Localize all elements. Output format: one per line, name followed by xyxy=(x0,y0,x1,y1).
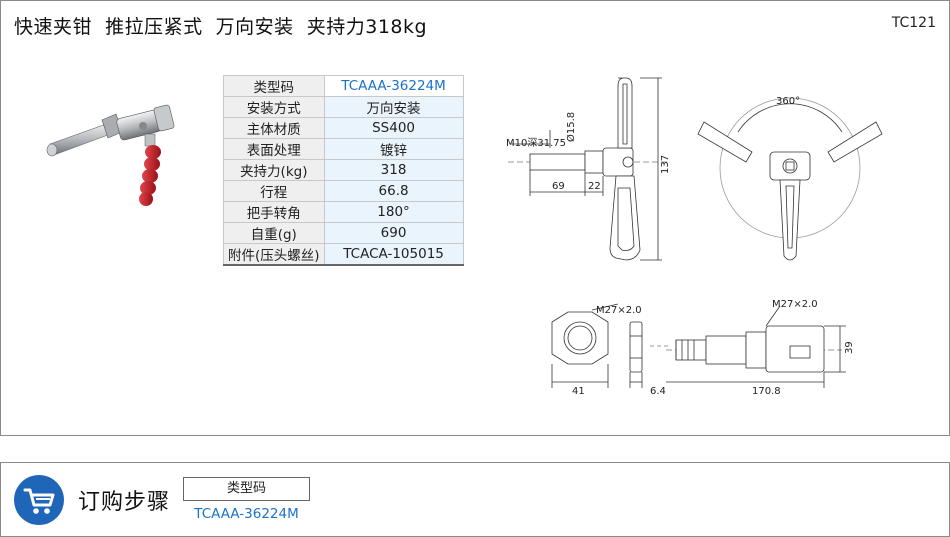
spec-value: 318 xyxy=(323,159,464,181)
dim-body-thread: M27×2.0 xyxy=(772,299,818,310)
table-row: 表面处理镀锌 xyxy=(223,138,464,160)
table-row: 自重(g)690 xyxy=(223,222,464,244)
spec-label: 安装方式 xyxy=(223,96,325,118)
dim-nut-thread: M27×2.0 xyxy=(596,305,642,316)
spec-value: 镀锌 xyxy=(323,138,464,160)
spec-label: 表面处理 xyxy=(223,138,325,160)
dim-body-length: 170.8 xyxy=(752,386,781,397)
spec-label: 行程 xyxy=(223,180,325,202)
technical-drawing: M10深31.75 Ø15.8 69 22 137 360° M27×2.0 4… xyxy=(506,77,883,397)
order-icon-badge xyxy=(14,475,64,525)
product-code-tag: TC121 xyxy=(891,15,936,31)
order-type-code[interactable]: TCAAA-36224M xyxy=(194,506,299,522)
spec-value: TCAAA-36224M xyxy=(323,75,464,97)
dim-nut-thickness: 6.4 xyxy=(650,386,666,397)
product-image xyxy=(46,104,175,206)
spec-label: 把手转角 xyxy=(223,201,325,223)
spec-value: 万向安装 xyxy=(323,96,464,118)
dim-22: 22 xyxy=(588,181,601,192)
spec-label: 类型码 xyxy=(223,75,325,97)
spec-label: 夹持力(kg) xyxy=(223,159,325,181)
spec-value: 66.8 xyxy=(323,180,464,202)
spec-label: 附件(压头螺丝) xyxy=(223,243,325,266)
spec-label: 主体材质 xyxy=(223,117,325,139)
page-title: 快速夹钳 推拉压紧式 万向安装 夹持力318kg xyxy=(14,16,428,38)
spec-value: 690 xyxy=(323,222,464,244)
dim-body-height: 39 xyxy=(844,341,855,354)
table-row: 附件(压头螺丝)TCACA-105015 xyxy=(223,243,464,266)
dim-thread-depth: M10深31.75 xyxy=(506,137,566,149)
table-row: 安装方式万向安装 xyxy=(223,96,464,118)
order-column-header: 类型码 xyxy=(183,477,310,501)
spec-value: TCACA-105015 xyxy=(323,243,464,266)
spec-value: SS400 xyxy=(323,117,464,139)
dim-nut-width: 41 xyxy=(572,386,585,397)
spec-value: 180° xyxy=(323,201,464,223)
shopping-cart-icon xyxy=(23,488,55,514)
dim-diameter: Ø15.8 xyxy=(565,112,577,142)
dim-angle: 360° xyxy=(776,96,800,107)
dim-69: 69 xyxy=(552,181,565,192)
table-row: 夹持力(kg)318 xyxy=(223,159,464,181)
dim-137: 137 xyxy=(660,155,671,174)
spec-label: 自重(g) xyxy=(223,222,325,244)
order-steps-title: 订购步骤 xyxy=(78,490,171,515)
